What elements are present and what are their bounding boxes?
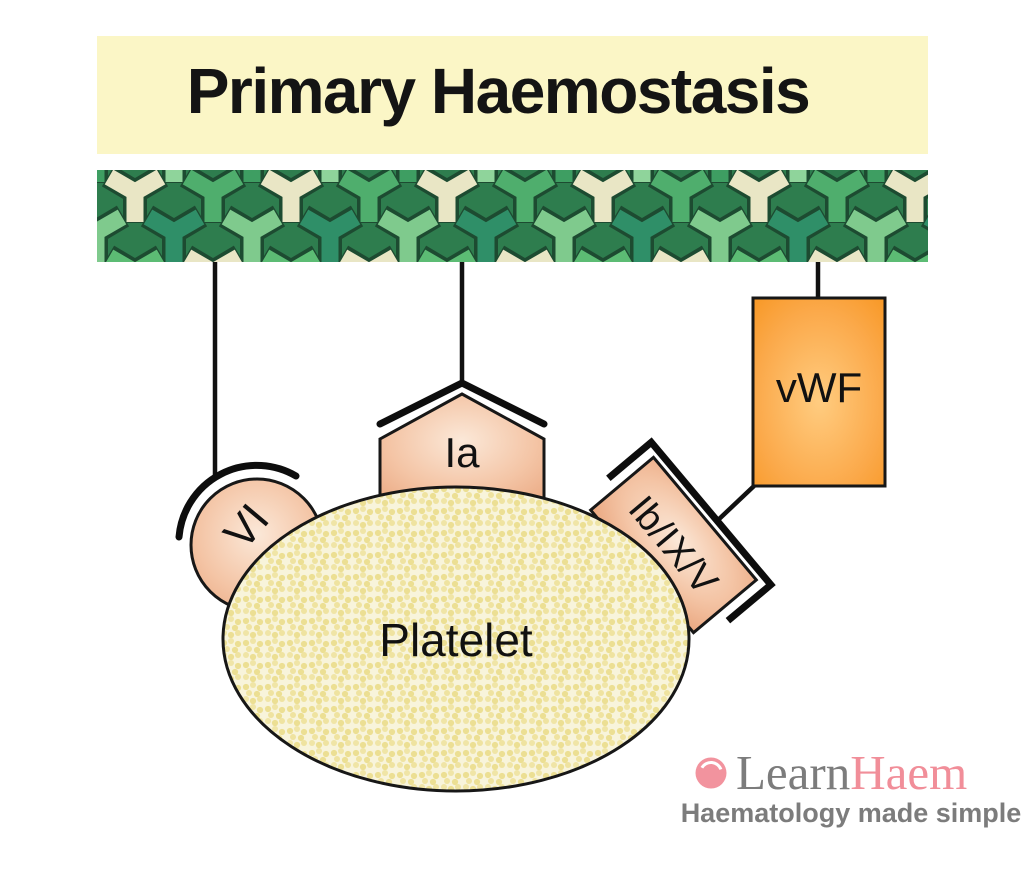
vwf-box — [751, 296, 887, 488]
logo-rbc-highlight — [700, 760, 723, 771]
platelet-shape — [221, 485, 691, 793]
platelet: Platelet — [221, 485, 691, 793]
vi-arc-bracket-icon — [175, 461, 300, 541]
ib-angle-bracket-icon — [606, 437, 776, 624]
receptor-ia-label: Ia — [444, 429, 480, 476]
collagen-band — [97, 170, 928, 262]
vwf-molecule: vWF — [751, 296, 887, 488]
vwf-ib-connector — [715, 484, 756, 523]
logo-word-learn: Learn — [736, 745, 850, 800]
ia-chevron-bracket-icon — [376, 379, 548, 428]
platelet-label: Platelet — [379, 614, 533, 666]
receptor-ia: Ia — [378, 392, 546, 507]
vwf-label: vWF — [776, 364, 862, 411]
logo-wordmark: LearnHaem — [736, 745, 967, 800]
title-banner — [97, 36, 928, 154]
logo-tagline: Haematology made simple — [681, 798, 1022, 828]
logo-word-haem: Haem — [850, 745, 967, 800]
page-title: Primary Haemostasis — [187, 55, 810, 127]
logo: LearnHaem Haematology made simple — [681, 745, 1022, 828]
